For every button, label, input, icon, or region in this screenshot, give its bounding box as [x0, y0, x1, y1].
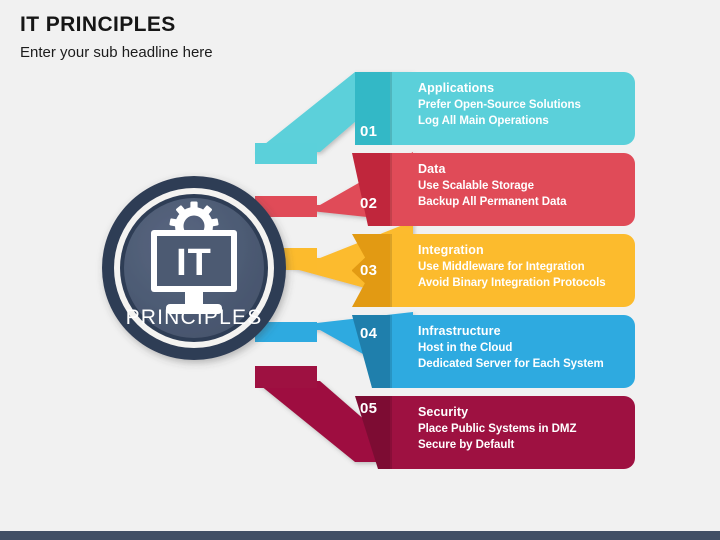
banner-number-02: 02 [360, 195, 378, 212]
banner-number-05: 05 [360, 400, 378, 417]
banner-line-2: Dedicated Server for Each System [418, 357, 604, 370]
banner-title: Applications [418, 81, 495, 95]
banner-seam [390, 396, 392, 469]
banner-seam [390, 315, 392, 388]
banner-seam [390, 234, 392, 307]
wedge-05 [355, 396, 390, 469]
banner-line-1: Place Public Systems in DMZ [418, 423, 577, 436]
banner-number-01: 01 [360, 123, 378, 140]
banner-seam [390, 153, 392, 226]
emblem-screen-text: IT [176, 242, 212, 284]
banner-number-04: 04 [360, 325, 378, 342]
monitor-gear-icon [151, 201, 237, 314]
banner-line-2: Avoid Binary Integration Protocols [418, 276, 606, 289]
banner-row-security[interactable]: Security Place Public Systems in DMZ Sec… [390, 396, 635, 469]
emblem-label: PRINCIPLES [126, 306, 263, 329]
footer-bar [0, 531, 720, 540]
header-block: IT PRINCIPLES Enter your sub headline he… [20, 13, 213, 62]
banner-line-1: Use Scalable Storage [418, 180, 534, 193]
wedge-01 [355, 72, 390, 145]
banner-title: Infrastructure [418, 324, 501, 338]
banner-title: Security [418, 405, 469, 419]
banner-row-infrastructure[interactable]: Infrastructure Host in the Cloud Dedicat… [390, 315, 635, 388]
page-title: IT PRINCIPLES [20, 13, 176, 36]
wedge-02 [352, 153, 390, 226]
banner-row-data[interactable]: Data Use Scalable Storage Backup All Per… [390, 153, 635, 226]
page-subtitle: Enter your sub headline here [20, 44, 213, 62]
banner-line-2: Log All Main Operations [418, 114, 549, 127]
banner-number-03: 03 [360, 262, 378, 279]
banner-row-integration[interactable]: Integration Use Middleware for Integrati… [390, 234, 635, 307]
wedge-04 [352, 315, 390, 388]
wedge-03 [352, 234, 390, 307]
banner-line-2: Secure by Default [418, 438, 515, 451]
banner-line-1: Use Middleware for Integration [418, 261, 585, 274]
banner-seam [390, 72, 392, 145]
banner-title: Data [418, 162, 446, 176]
banner-line-2: Backup All Permanent Data [418, 195, 567, 208]
banner-line-1: Host in the Cloud [418, 342, 513, 355]
banner-line-1: Prefer Open-Source Solutions [418, 99, 581, 112]
banner-row-applications[interactable]: Applications Prefer Open-Source Solution… [390, 72, 635, 145]
banner-title: Integration [418, 243, 484, 257]
